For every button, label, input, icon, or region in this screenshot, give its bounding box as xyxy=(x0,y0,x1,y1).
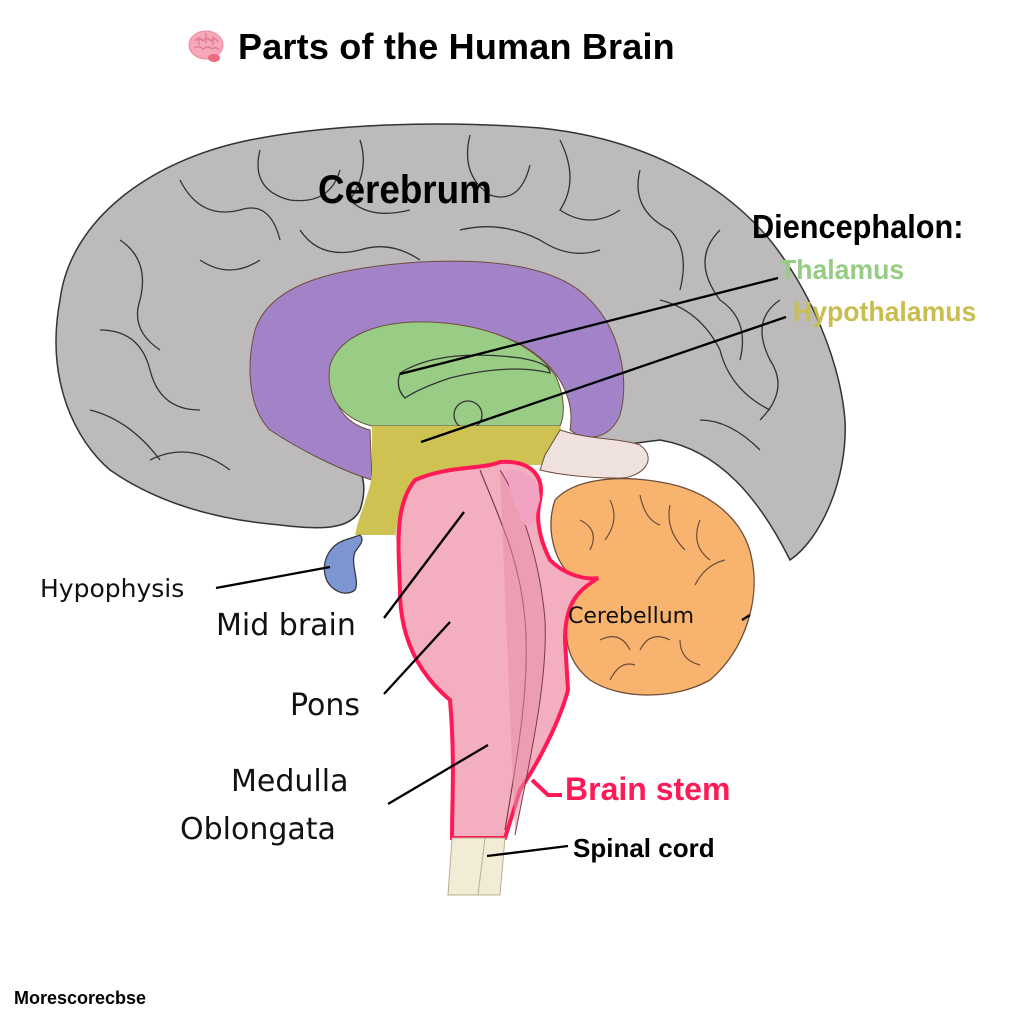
brain-stem-region xyxy=(396,459,600,840)
label-pons: Pons xyxy=(290,688,361,723)
title-text: Parts of the Human Brain xyxy=(238,26,675,67)
cerebellum-folia xyxy=(579,494,726,681)
corpus-callosum-region xyxy=(249,260,625,481)
page-title: Parts of the Human Brain xyxy=(186,22,675,72)
label-thalamus: Thalamus xyxy=(780,254,905,285)
cerebrum-gyri xyxy=(89,134,781,471)
brain-emoji-icon xyxy=(188,30,224,62)
label-hypothalamus: Hypothalamus xyxy=(793,296,977,327)
label-diencephalon: Diencephalon: xyxy=(752,208,964,245)
hypothalamus-region xyxy=(355,426,564,535)
label-cerebrum: Cerebrum xyxy=(318,168,492,212)
label-medulla: Medulla xyxy=(231,764,349,799)
leader-lines xyxy=(215,276,787,858)
footer-watermark: Morescorecbse xyxy=(14,988,147,1008)
spinal-cord-region xyxy=(447,837,506,896)
label-cerebellum: Cerebellum xyxy=(568,604,695,629)
label-mid-brain: Mid brain xyxy=(216,608,356,643)
brain-stem-leader xyxy=(530,778,562,797)
label-brain-stem: Brain stem xyxy=(565,771,731,807)
hypophysis-region xyxy=(323,534,363,594)
tectum-region xyxy=(539,429,649,479)
label-hypophysis: Hypophysis xyxy=(40,574,185,603)
label-spinal-cord: Spinal cord xyxy=(573,833,715,863)
label-oblongata: Oblongata xyxy=(180,812,336,847)
